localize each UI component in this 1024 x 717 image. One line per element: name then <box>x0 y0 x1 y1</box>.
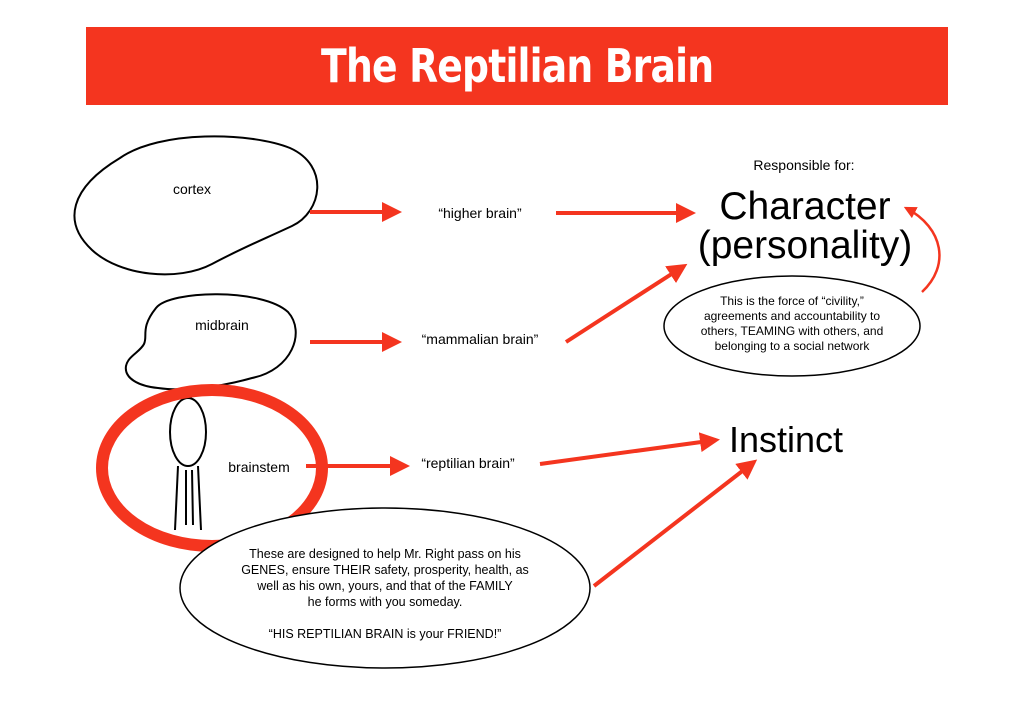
reptilian-brain-label: “reptilian brain” <box>421 455 515 471</box>
character-note-line: others, TEAMING with others, and <box>701 324 884 338</box>
instinct-heading: Instinct <box>729 419 843 460</box>
midbrain-label: midbrain <box>195 317 249 333</box>
brainstem-stalk <box>174 465 202 531</box>
brainstem-label: brainstem <box>228 459 289 475</box>
title-banner: The Reptilian Brain <box>86 27 948 105</box>
mammalian-brain-label: “mammalian brain” <box>422 331 539 347</box>
brainstem-bulb <box>169 397 207 467</box>
responsible-for-label: Responsible for: <box>753 157 854 173</box>
character-note-bubble <box>663 275 921 377</box>
higher-brain-label: “higher brain” <box>438 205 522 221</box>
arrow-note-to-instinct <box>592 459 758 588</box>
character-note-line: agreements and accountability to <box>704 309 880 323</box>
instinct-note-line: he forms with you someday. <box>308 595 463 609</box>
cortex-shape <box>73 135 319 276</box>
midbrain-shape <box>124 293 297 391</box>
page-title: The Reptilian Brain <box>320 39 714 93</box>
character-heading: Character <box>719 185 890 228</box>
instinct-note-line: These are designed to help Mr. Right pas… <box>249 547 521 561</box>
character-note-line: belonging to a social network <box>715 339 871 353</box>
arrow-reptilian-to-instinct <box>539 432 720 466</box>
instinct-note-line: well as his own, yours, and that of the … <box>256 579 513 593</box>
curved-arrow-note-to-character <box>903 206 941 293</box>
instinct-note-line: GENES, ensure THEIR safety, prosperity, … <box>241 563 529 577</box>
cortex-label: cortex <box>173 181 211 197</box>
instinct-note-line: “HIS REPTILIAN BRAIN is your FRIEND!” <box>269 627 502 641</box>
character-note-line: This is the force of “civility,” <box>720 294 864 308</box>
arrow-mammalian-to-character <box>564 263 688 344</box>
instinct-note-bubble <box>179 507 591 669</box>
personality-heading: (personality) <box>698 224 913 267</box>
